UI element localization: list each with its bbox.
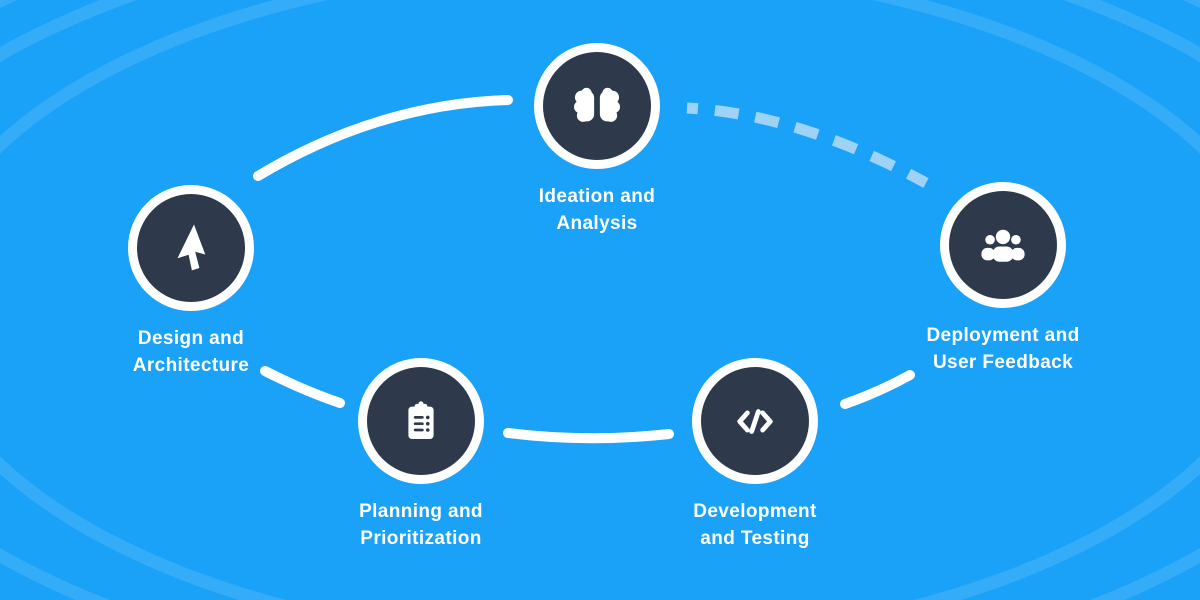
node-label: Planning and Prioritization bbox=[359, 498, 483, 552]
node-ideation-and-analysis: Ideation and Analysis bbox=[467, 43, 727, 237]
node-circle bbox=[534, 43, 660, 169]
node-planning-and-prioritization: Planning and Prioritization bbox=[291, 358, 551, 552]
node-development-and-testing: Development and Testing bbox=[625, 358, 885, 552]
node-label-line: Development bbox=[693, 501, 817, 522]
code-icon bbox=[737, 408, 773, 434]
node-label-line: User Feedback bbox=[932, 352, 1074, 373]
node-deployment-and-user-feedback: Deployment and User Feedback bbox=[873, 182, 1133, 376]
node-label-line: Ideation and bbox=[538, 186, 656, 207]
node-design-and-architecture: Design and Architecture bbox=[61, 185, 321, 379]
connector-ideation-to-deployment bbox=[686, 102, 929, 188]
node-label-line: Planning and bbox=[359, 501, 483, 522]
node-label: Design and Architecture bbox=[133, 325, 249, 379]
cursor-icon bbox=[177, 224, 206, 270]
connector-design-to-planning bbox=[260, 366, 345, 408]
connector-development-to-deployment bbox=[840, 370, 915, 409]
node-label-line: Analysis bbox=[556, 213, 638, 234]
node-circle bbox=[358, 358, 484, 484]
node-circle bbox=[940, 182, 1066, 308]
node-label-line: Prioritization bbox=[360, 528, 482, 549]
brain-icon bbox=[574, 87, 620, 122]
node-label: Deployment and User Feedback bbox=[926, 322, 1079, 376]
users-icon bbox=[981, 229, 1025, 262]
node-label-line: and Testing bbox=[700, 528, 810, 549]
node-label: Ideation and Analysis bbox=[539, 183, 655, 237]
node-circle bbox=[128, 185, 254, 311]
node-label-line: Deployment and bbox=[926, 325, 1080, 346]
node-label-line: Architecture bbox=[132, 355, 250, 376]
connector-design-to-ideation bbox=[253, 95, 513, 181]
node-label-line: Design and bbox=[137, 328, 245, 349]
clipboard-list-icon bbox=[408, 401, 434, 439]
node-circle bbox=[692, 358, 818, 484]
connector-planning-to-development bbox=[503, 428, 674, 444]
node-label: Development and Testing bbox=[693, 498, 817, 552]
